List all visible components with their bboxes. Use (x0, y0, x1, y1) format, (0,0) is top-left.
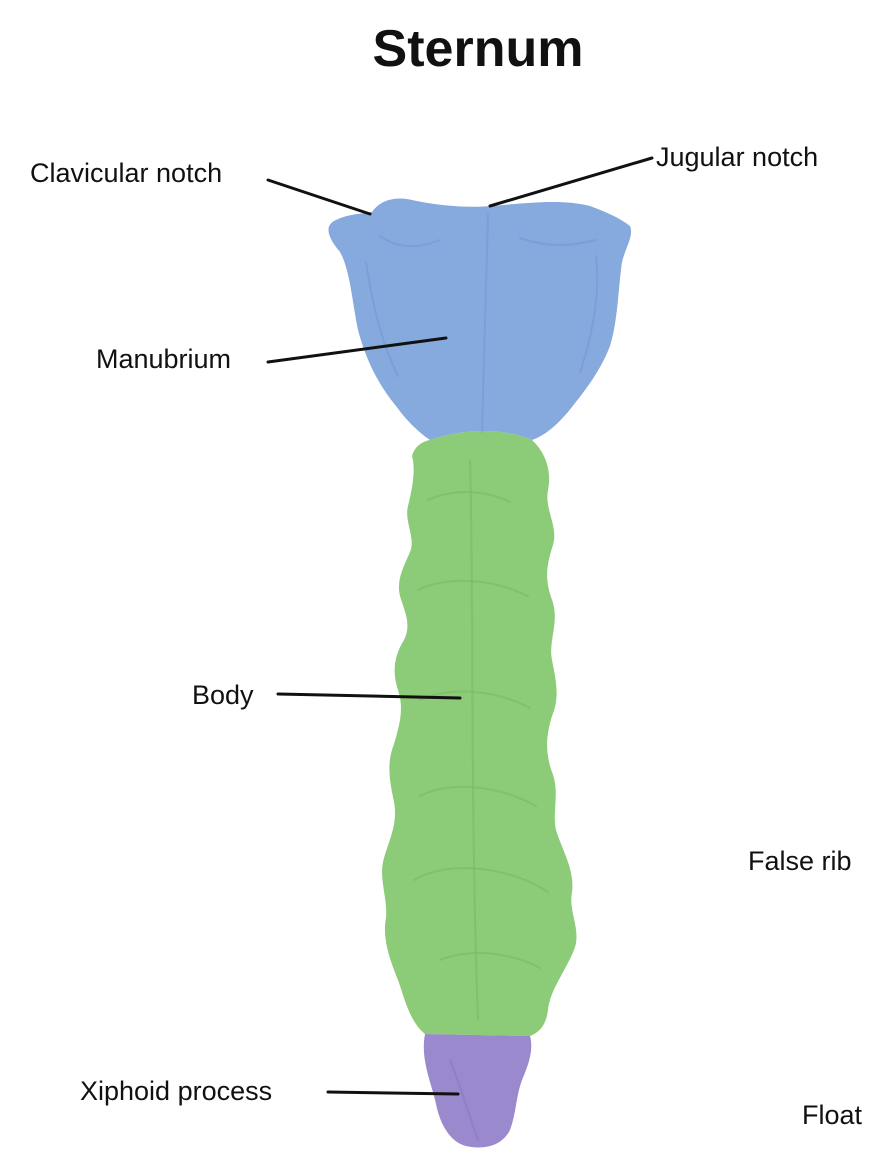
label-jugular-notch: Jugular notch (656, 142, 818, 172)
labels: Clavicular notch Jugular notch Manubrium… (30, 142, 863, 1130)
leader-xiphoid-process (326, 1090, 460, 1096)
body-shape (382, 431, 577, 1036)
label-clavicular-notch: Clavicular notch (30, 158, 222, 188)
manubrium (328, 198, 632, 440)
leader-manubrium (266, 336, 448, 364)
label-floating-rib-partial: Float (802, 1100, 863, 1130)
label-body: Body (192, 680, 254, 710)
leader-jugular-notch (488, 156, 654, 208)
label-manubrium: Manubrium (96, 344, 231, 374)
label-false-rib: False rib (748, 846, 852, 876)
diagram-title: Sternum (373, 20, 584, 78)
leader-clavicular-notch (266, 178, 372, 216)
manubrium-shape (328, 198, 632, 440)
leader-body (276, 692, 462, 700)
leader-lines (266, 156, 654, 1096)
manubrium-texture (365, 213, 599, 433)
sternum-body (382, 431, 577, 1036)
xiphoid-process (423, 1034, 532, 1148)
label-xiphoid-process: Xiphoid process (80, 1076, 272, 1106)
xiphoid-shape (423, 1034, 532, 1148)
